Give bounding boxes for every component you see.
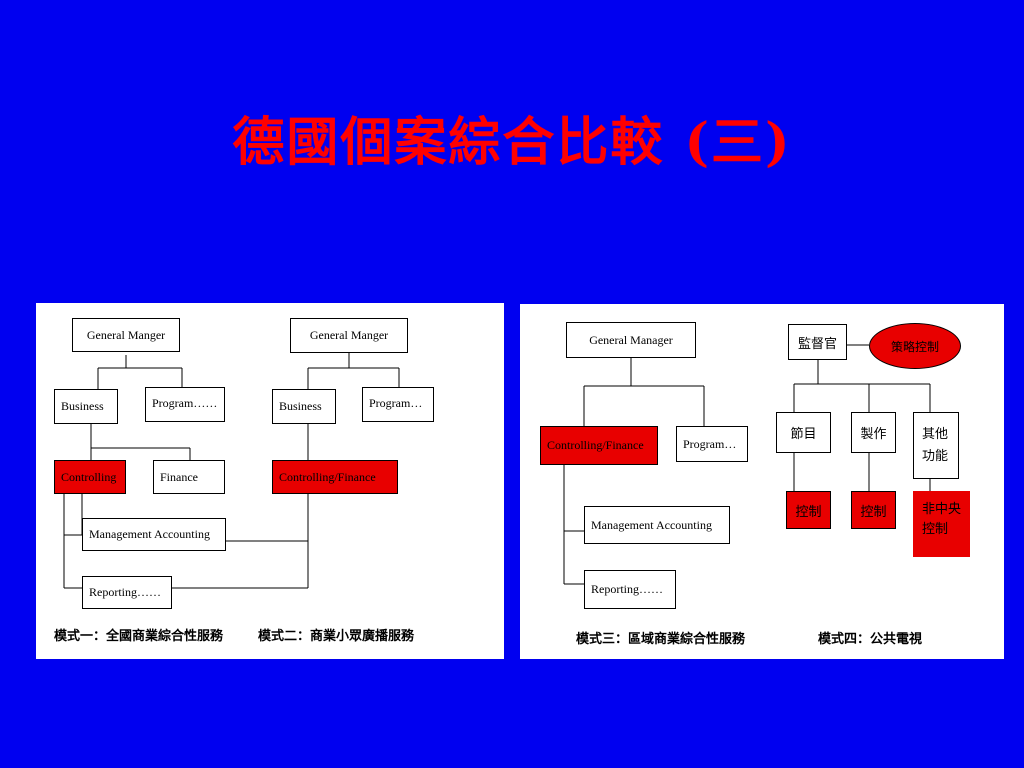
m1-reporting-box: Reporting…… (82, 576, 172, 609)
m2-controlling-finance-box: Controlling/Finance (272, 460, 398, 494)
m3-program-box: Program… (676, 426, 748, 462)
m1-program-box: Program…… (145, 387, 225, 422)
m1-general-manager-box: General Manger (72, 318, 180, 352)
m4-other-functions-box: 其他功能 (913, 412, 959, 479)
m1-controlling-box: Controlling (54, 460, 126, 494)
m4-strategic-control-oval: 策略控制 (869, 323, 961, 369)
m1-business-box: Business (54, 389, 118, 424)
m4-non-central-control-box: 非中央控制 (913, 491, 970, 557)
m4-caption: 模式四：公共電視 (818, 632, 923, 647)
m4-supervisor-box: 監督官 (788, 324, 847, 360)
left-connector-lines (63, 353, 400, 589)
m4-production-box: 製作 (851, 412, 896, 453)
right-diagram-panel: General Manager Controlling/Finance Prog… (520, 304, 1004, 659)
m3-management-accounting-box: Management Accounting (584, 506, 730, 544)
m4-control-1-box: 控制 (786, 491, 831, 529)
m2-caption: 模式二：商業小眾廣播服務 (258, 629, 415, 644)
m1-finance-box: Finance (153, 460, 225, 494)
m2-program-box: Program… (362, 387, 434, 422)
m2-general-manager-box: General Manger (290, 318, 408, 353)
m1-caption: 模式一：全國商業綜合性服務 (54, 629, 224, 644)
right-connector-lines (563, 344, 931, 585)
m3-reporting-box: Reporting…… (584, 570, 676, 609)
m4-program-box: 節目 (776, 412, 831, 453)
slide-title: 德國個案綜合比較 (三) (232, 112, 792, 173)
m3-controlling-finance-box: Controlling/Finance (540, 426, 658, 465)
m3-caption: 模式三：區域商業綜合性服務 (576, 632, 746, 647)
m4-control-2-box: 控制 (851, 491, 896, 529)
m2-business-box: Business (272, 389, 336, 424)
left-diagram-panel: General Manger Business Program…… Contro… (36, 303, 504, 659)
m1-management-accounting-box: Management Accounting (82, 518, 226, 551)
m3-general-manager-box: General Manager (566, 322, 696, 358)
